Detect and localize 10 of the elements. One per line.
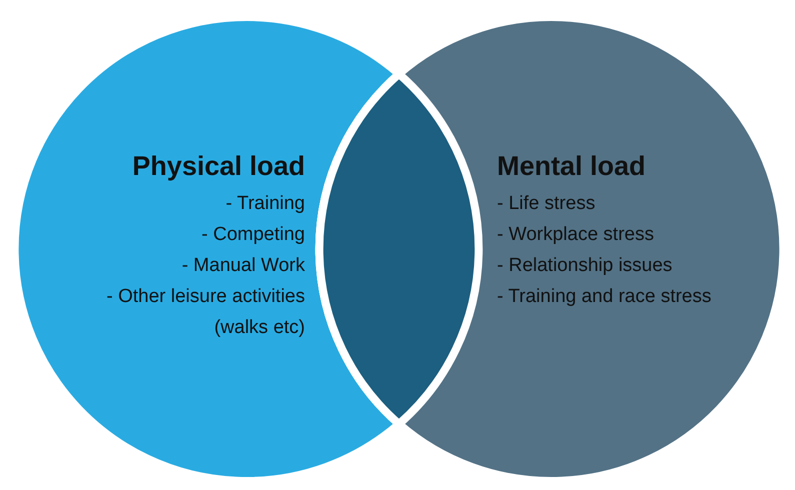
list-item: - Other leisure activities (walks etc) [105, 285, 305, 340]
circle-title: Physical load [131, 150, 305, 183]
list-item: - Training and race stress [497, 285, 712, 309]
list-item: - Manual Work [180, 254, 305, 278]
circle-title: Mental load [497, 150, 647, 183]
list-item: - Competing [200, 223, 305, 247]
list-item: - Training [224, 192, 305, 216]
list-item: - Relationship issues [497, 254, 674, 278]
list-item: - Life stress [497, 192, 596, 216]
list-item: - Workplace stress [497, 223, 655, 247]
